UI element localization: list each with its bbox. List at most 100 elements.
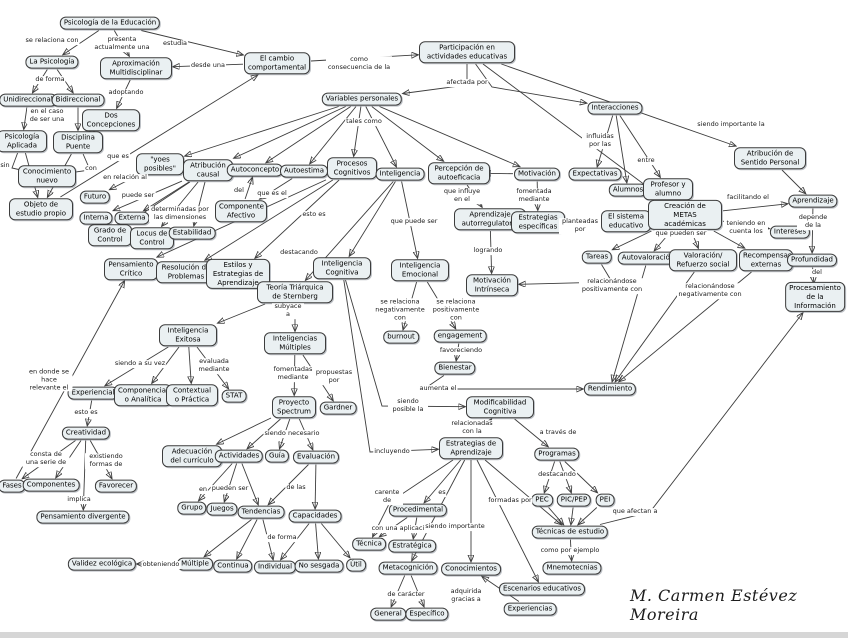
node-mot_intrinseca: Motivación Intrínseca — [466, 274, 518, 296]
edge-label-adoptando: adoptando — [107, 88, 145, 97]
node-variables_personales: Variables personales — [321, 92, 403, 106]
edge-label-que_es_el: que es el — [256, 189, 288, 198]
node-valoracion_refuerzo: Valoración/ Refuerzo social — [669, 249, 737, 271]
edge-label-determinadas: determinadas por las dimensiones — [149, 205, 211, 222]
edge-label-siendo_necesario: siendo necesario — [263, 429, 321, 438]
node-yoes_posibles: "yoes posibles" — [136, 153, 184, 175]
node-procedimental: Procedimental — [388, 503, 448, 517]
edge-label-fomentadas: fomentadas mediante — [272, 365, 314, 382]
edge-programas-pei — [564, 461, 597, 493]
edge-label-subyace: subyace a — [272, 302, 304, 319]
node-dos_concepciones: Dos Concepciones — [82, 109, 140, 131]
node-metacognicion: Metacognición — [378, 561, 438, 575]
node-actividades: Actividades — [214, 449, 264, 463]
node-estilos_estrategias: Estilos y Estrategias de Aprendizaje — [206, 258, 270, 290]
edge-label-del1: del — [233, 186, 245, 195]
edge-label-afectada: afectada por — [445, 78, 489, 87]
edge-variables_personales-proc_cognitivos — [354, 106, 362, 157]
node-individual: Individual — [253, 560, 297, 574]
edge-label-esto_es2: esto es — [73, 408, 99, 417]
edge-interacciones-profesor_alumno — [619, 115, 660, 178]
node-estrategica: Estratégica — [388, 539, 436, 553]
node-estrategias_apr: Estrategias de Aprendizaje — [439, 437, 503, 459]
node-gardner: Gardner — [319, 401, 357, 415]
edge-label-fomentada: fomentada mediante — [515, 187, 553, 204]
node-percepcion: Percepción de autoeficacia — [428, 162, 490, 184]
node-comp_afectivo: Componente Afectivo — [215, 200, 267, 222]
node-grupo: Grupo — [177, 501, 207, 515]
node-no_sesgada: No sesgada — [294, 559, 344, 573]
edge-label-estudia: estudia — [162, 39, 188, 48]
edge-label-que_influye: que influye en el — [440, 187, 484, 204]
node-autoconcepto: Autoconcepto — [226, 163, 284, 177]
node-pens_critico: Pensamiento Crítico — [104, 258, 158, 280]
edge-label-se_relaciona: se relaciona con — [24, 36, 80, 45]
node-psi_aplicada: Psicología Aplicada — [0, 130, 47, 152]
node-inteligencia: Inteligencia — [375, 167, 425, 181]
node-int_exitosa: Inteligencia Exitosa — [159, 324, 217, 346]
edge-label-desde_una: desde una — [190, 61, 226, 70]
edge-label-siendo_posible: siendo posible la — [388, 397, 428, 414]
edge-unidireccional-psi_aplicada — [24, 107, 27, 130]
node-juegos: Juegos — [206, 502, 238, 516]
node-bienestar: Bienestar — [434, 361, 476, 375]
node-psi_edu: Psicología de la Educación — [59, 16, 161, 30]
node-profundidad: Profundidad — [786, 253, 838, 267]
edge-label-como_consecuencia: como consecuencia de la — [326, 55, 392, 72]
node-proc_info: Procesamiento de la Información — [785, 281, 845, 313]
edge-label-sin: sin — [0, 161, 11, 170]
edge-label-formadas: formadas por — [487, 496, 533, 505]
edge-label-entre: entre — [636, 156, 656, 165]
edge-variables_personales-autoestima — [310, 106, 357, 164]
node-multiple: Múltiple — [177, 557, 213, 571]
edge-label-que_es: que es — [106, 152, 130, 161]
node-tecnica: Técnica — [352, 537, 386, 551]
node-la_psicologia: La Psicología — [25, 55, 79, 69]
edge-tendencias-multiple — [205, 519, 252, 557]
node-contextual: Contextual o Práctica — [166, 384, 218, 406]
edge-label-en: en — [197, 485, 209, 494]
node-profesor_alumno: Profesor y alumno — [643, 178, 693, 200]
edge-mod_cognitiva-programas — [514, 418, 548, 447]
node-stat: STAT — [221, 389, 247, 403]
node-aprendizaje: Aprendizaje — [788, 194, 838, 208]
edge-label-del2: del — [811, 268, 823, 277]
node-recompensas: Recompensas externas — [739, 249, 793, 271]
node-general: General — [370, 607, 406, 621]
node-pei: PEI — [595, 493, 615, 507]
edge-comp_afectivo-autoconcepto — [244, 178, 252, 200]
node-componencial: Componencial o Analítica — [114, 384, 172, 406]
edge-psi_edu-la_psicologia — [63, 30, 100, 55]
edge-actividades-grupo — [199, 463, 233, 501]
edge-estrategias_apr-tecnicas_estudio — [484, 459, 561, 525]
edge-label-siendo_imp_la: siendo importante la — [696, 120, 766, 129]
edge-tendencias-continua — [237, 519, 258, 559]
edge-psi_edu-el_cambio — [141, 30, 243, 55]
node-conocimientos: Conocimientos — [441, 562, 501, 576]
node-disciplina_puente: Disciplina Puente — [53, 131, 103, 153]
edge-objeto_estudio-el_cambio — [60, 75, 257, 198]
edge-label-se_rel_neg: se relaciona negativamente con — [374, 297, 426, 322]
edge-label-influidas: influidas por las — [582, 132, 618, 149]
edge-label-a_traves: a través de — [538, 428, 578, 437]
edge-atrib_sentido-aprendizaje — [781, 169, 806, 194]
edge-label-de_forma1: de forma — [34, 75, 66, 84]
node-externa: Externa — [114, 211, 150, 225]
node-evaluacion: Evaluación — [292, 450, 340, 464]
edge-label-siendo_a_su_vez: siendo a su vez — [113, 359, 167, 368]
edge-proc_cognitivos-estilos_estrategias — [255, 179, 340, 258]
edge-label-de_caracter: de carácter — [386, 590, 426, 599]
edge-label-presenta: presenta actualmente una — [93, 35, 151, 52]
edge-label-facilitando: facilitando el — [726, 193, 770, 202]
edge-label-relacionadas: relacionadas con la — [448, 419, 496, 436]
edge-creacion_metas-tareas — [613, 230, 652, 250]
node-experiencias: Experiencias — [503, 602, 557, 616]
node-burnout: burnout — [383, 330, 419, 344]
edge-label-puede_ser: puede ser — [120, 191, 156, 200]
edge-creacion_metas-aprendizaje — [722, 204, 788, 212]
edge-label-en_relacion: en relación al — [102, 173, 148, 182]
edge-variables_personales-percepcion — [371, 106, 444, 162]
node-pic_pep: PIC/PEP — [556, 493, 592, 507]
edge-label-pueden_ser2: pueden ser — [210, 484, 250, 493]
edge-variables_personales-motivacion — [379, 106, 520, 167]
